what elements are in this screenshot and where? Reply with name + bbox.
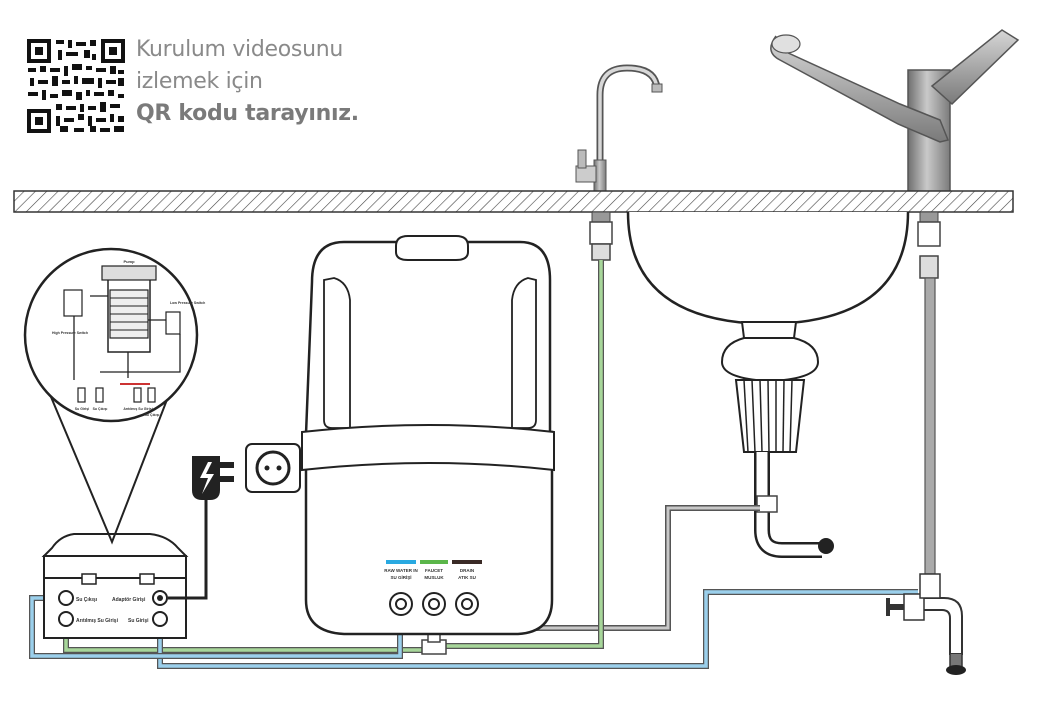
filter-port-drain-line2: ATIK SU [458, 575, 476, 580]
drain-tube [467, 505, 760, 631]
magnifier-cone [37, 365, 181, 545]
qr-caption: Kurulum videosunu izlemek için QR kodu t… [136, 34, 359, 130]
inset-label-low-pressure: Low Pressure Switch [170, 301, 205, 305]
qr-caption-line2: izlemek için [136, 69, 263, 94]
inlet-valve [886, 573, 966, 675]
pump-detail-inset [23, 247, 199, 423]
raw-water-tube [29, 589, 918, 669]
filter-port-fittings [389, 592, 479, 616]
pump-label-cikis: Su Çıkışı [76, 597, 98, 603]
sink-bowl [626, 211, 910, 558]
filter-port-faucet-line2: MUSLUK [424, 575, 444, 580]
qr-code[interactable] [26, 38, 126, 134]
qr-caption-line3: QR kodu tarayınız. [136, 101, 359, 126]
pump-label-arituma: Arıtılmış Su Girişi [76, 618, 119, 624]
inset-port-label-1: Su Girişi [75, 407, 89, 411]
wall-socket [245, 443, 301, 493]
filter-port-raw-line1: RAW WATER IN [384, 568, 417, 573]
qr-caption-line1: Kurulum videosunu [136, 37, 344, 62]
pump-box [41, 533, 189, 639]
inset-port-label-2: Su Çıkışı [93, 407, 108, 411]
filter-port-raw-line2: SU GİRİŞİ [390, 574, 411, 580]
drinking-faucet [575, 64, 663, 193]
inset-label-pump: Pump [123, 259, 135, 264]
filter-port-drain-line1: DRAIN [460, 568, 474, 573]
inset-port-label-3: Arıtılmış Su Girişi [123, 407, 152, 411]
inset-port-label-4: Su Çıkışı [145, 413, 160, 417]
mixer-connector [917, 211, 941, 279]
faucet-connector [589, 211, 613, 261]
pump-label-su-girisi: Su Girişi [128, 618, 149, 624]
filter-port-faucet-line1: FAUCET [425, 568, 443, 573]
countertop [13, 190, 1014, 213]
inset-label-high-pressure: High Pressure Switch [52, 331, 88, 335]
ro-filter-unit [301, 235, 555, 636]
power-adapter [168, 456, 234, 600]
pump-label-adaptor: Adaptör Girişi [112, 597, 146, 603]
kitchen-mixer [770, 29, 1020, 193]
mixer-supply-pipe [924, 277, 936, 575]
